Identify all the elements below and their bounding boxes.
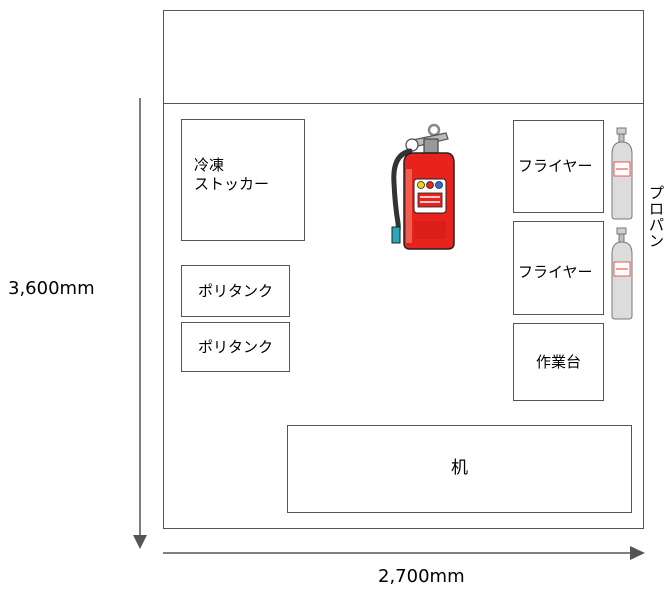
gas-cylinder-icon [611,227,633,320]
poly-tank-1: ポリタンク [181,265,290,317]
desk-label: 机 [451,458,468,479]
workbench-label: 作業台 [535,352,581,371]
propane-label: プ ロ パ ン [649,184,665,250]
poly-tank-2: ポリタンク [181,322,290,372]
fire-extinguisher-icon [391,123,455,250]
top-band [163,10,644,104]
poly-tank-1-label: ポリタンク [197,281,273,300]
fryer-1: フライヤー [513,120,604,213]
height-dimension-arrow [133,98,147,549]
workbench: 作業台 [513,323,604,401]
fryer-2: フライヤー [513,221,604,315]
poly-tank-2-label: ポリタンク [197,337,273,356]
gas-cylinder-icon [611,127,633,220]
width-dimension-label: 2,700mm [378,566,465,587]
fryer-2-label: フライヤー [518,263,593,281]
freezer-stocker-label: 冷凍 ストッカー [194,156,270,193]
height-dimension-label: 3,600mm [8,278,95,299]
freezer-stocker: 冷凍 ストッカー [181,119,305,241]
width-dimension-arrow [163,546,645,560]
fryer-1-label: フライヤー [518,157,593,175]
desk: 机 [287,425,632,513]
